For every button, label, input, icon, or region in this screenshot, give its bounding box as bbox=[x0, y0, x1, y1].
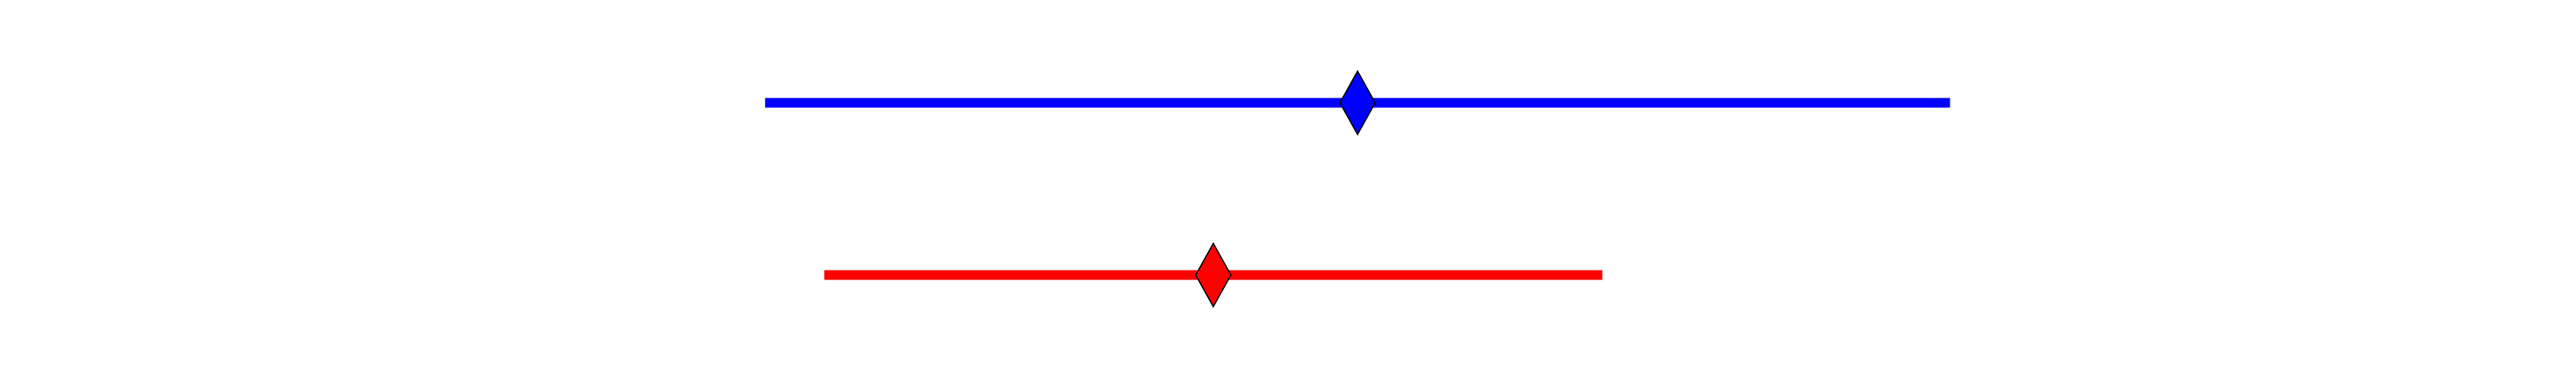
point-marker-1 bbox=[1339, 69, 1377, 136]
point-marker-2 bbox=[1195, 242, 1232, 308]
series-2 bbox=[824, 242, 1603, 308]
series-1 bbox=[764, 69, 1950, 136]
